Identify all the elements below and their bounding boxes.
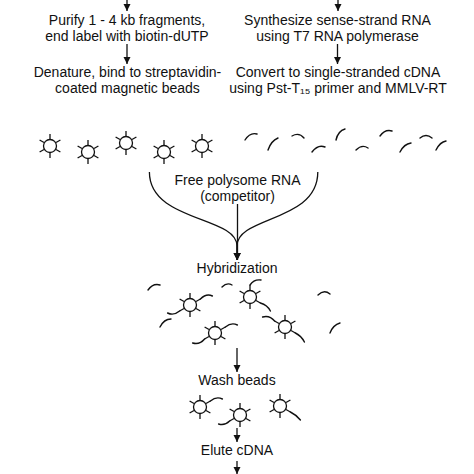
magnetic-bead: [230, 403, 251, 427]
bound-cdna: [263, 317, 275, 322]
magnetic-bead: [190, 395, 211, 419]
bead-row: [40, 131, 213, 164]
bound-cdna: [295, 333, 304, 342]
step-text: Purify 1 - 4 kb fragments, end label wit…: [41, 12, 213, 44]
cdna-strand: [356, 146, 368, 150]
magnetic-bead: [116, 131, 137, 155]
entry-arrow: [126, 0, 127, 11]
magnetic-bead: [270, 394, 291, 418]
bound-cdna: [200, 295, 212, 299]
flow-arrow: [237, 204, 238, 260]
step-text: Hybridization: [137, 260, 337, 276]
magnetic-bead: [78, 140, 99, 164]
cdna-strand: [160, 319, 171, 327]
bound-cdna: [260, 303, 270, 311]
step-node: Hybridization: [137, 260, 337, 348]
cdna-strands: [245, 129, 446, 152]
step-node: Purify 1 - 4 kb fragments, end label wit…: [41, 12, 213, 44]
cdna-strands: [148, 280, 340, 344]
step-text: Synthesize sense-strand RNA using T7 RNA…: [235, 12, 440, 44]
bound-cdna: [250, 280, 261, 285]
step-node: Wash beads: [162, 372, 312, 428]
step-text: Elute cDNA: [162, 442, 312, 458]
magnetic-bead: [180, 293, 201, 317]
flow-arrow: [236, 428, 237, 442]
step-node: Synthesize sense-strand RNA using T7 RNA…: [235, 12, 440, 44]
step-node: Convert to single-stranded cDNA using Ps…: [224, 64, 452, 172]
entry-arrow: [337, 0, 338, 11]
bound-cdna: [193, 339, 205, 344]
bound-cdna: [219, 421, 230, 425]
cdna-strand: [318, 292, 330, 295]
hybridization-illustration: [148, 280, 340, 345]
cdna-strand: [400, 143, 411, 152]
magnetic-bead: [205, 321, 226, 345]
magnetic-bead: [40, 134, 61, 158]
bound-cdna: [290, 412, 300, 420]
step-text: Free polysome RNA (competitor): [165, 172, 310, 204]
cdna-strands: [210, 398, 300, 425]
step-text: Convert to single-stranded cDNA using Ps…: [224, 64, 452, 96]
magnetic-bead: [275, 315, 296, 339]
cdna-strand: [222, 284, 232, 287]
magnetic-bead: [154, 140, 175, 164]
flow-arrow: [236, 348, 237, 372]
step-text: Wash beads: [162, 372, 312, 388]
cdna-strand: [148, 285, 160, 290]
cdna-strand: [268, 138, 278, 150]
step-node: Elute cDNA: [162, 442, 312, 458]
step-text: Denature, bind to streptavidin-coated ma…: [25, 64, 230, 96]
magnetic-bead: [240, 285, 261, 309]
bound-cdna: [225, 324, 237, 327]
cdna-strand: [292, 134, 304, 138]
cdna-strand: [245, 134, 257, 140]
flow-arrow: [126, 44, 127, 64]
cdna-strand: [312, 146, 325, 152]
bound-cdna: [168, 311, 180, 314]
cdna-strand: [330, 323, 340, 333]
cdna-strand: [380, 131, 392, 136]
bound-cdna: [210, 398, 222, 401]
wash-illustration: [190, 394, 301, 427]
cdna-strand: [420, 136, 432, 139]
cdna-strand: [436, 141, 446, 150]
cdna-strand: [336, 129, 345, 140]
step-node: Denature, bind to streptavidin-coated ma…: [25, 64, 230, 172]
flow-arrow: [337, 44, 338, 64]
exit-arrow: [236, 461, 237, 474]
magnetic-bead: [192, 134, 213, 158]
step-node: Free polysome RNA (competitor): [165, 172, 310, 204]
